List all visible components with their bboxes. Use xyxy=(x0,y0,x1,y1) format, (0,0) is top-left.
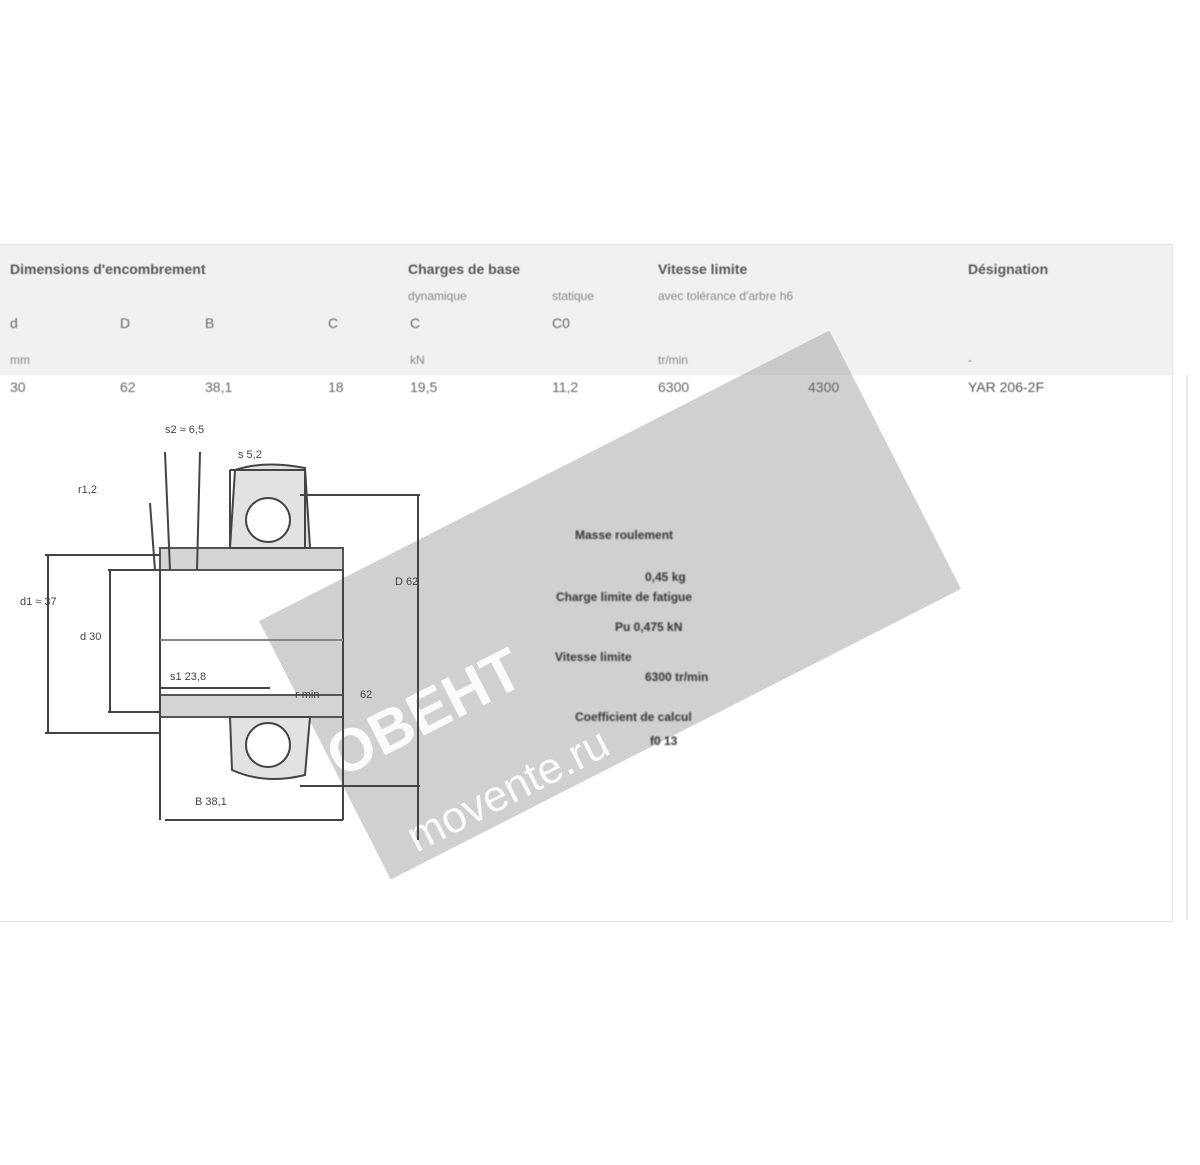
header-speed-sub: avec tolérance d'arbre h6 xyxy=(658,289,794,303)
info-value-0: 0,45 kg xyxy=(645,570,686,584)
info-label-1: Charge limite de fatigue xyxy=(556,590,693,604)
label-s1: s1 23,8 xyxy=(170,671,206,683)
symbol-C0: C0 xyxy=(552,315,570,331)
unit-kN: kN xyxy=(410,353,425,367)
cell-D: 62 xyxy=(120,379,136,395)
scrollbar-edge xyxy=(1186,375,1188,920)
symbol-D: D xyxy=(120,315,131,331)
cell-B: 38,1 xyxy=(205,379,233,395)
label-d1: d1 ≈ 37 xyxy=(20,596,57,608)
symbol-C: C xyxy=(328,315,339,331)
info-value-2: 6300 tr/min xyxy=(645,670,709,684)
cell-speed2: 4300 xyxy=(808,379,840,395)
info-label-2: Vitesse limite xyxy=(555,650,632,664)
label-D: D 62 xyxy=(395,576,418,588)
unit-mm: mm xyxy=(10,353,30,367)
info-label-3: Coefficient de calcul xyxy=(575,710,692,724)
cell-speed1: 6300 xyxy=(658,379,690,395)
header-speed: Vitesse limite xyxy=(658,261,748,277)
label-B: B 38,1 xyxy=(195,796,227,808)
cell-C0: 11,2 xyxy=(552,379,579,395)
header-dimensions: Dimensions d'encombrement xyxy=(10,261,206,277)
unit-speed: tr/min xyxy=(658,353,688,367)
label-d: d 30 xyxy=(80,631,101,643)
header-loads-dynamic: dynamique xyxy=(408,289,467,303)
symbol-B: B xyxy=(205,315,215,331)
label-r: r1,2 xyxy=(78,484,97,496)
table-header: Dimensions d'encombrement Charges de bas… xyxy=(0,245,1172,375)
info-value-3: f0 13 xyxy=(650,734,678,748)
header-loads-static: statique xyxy=(552,289,595,303)
label-s: s 5,2 xyxy=(238,449,262,461)
cell-d: 30 xyxy=(10,379,26,395)
label-rmin: r min xyxy=(295,689,319,701)
label-D-value: 62 xyxy=(360,689,372,701)
table-row: 30 62 38,1 18 19,5 11,2 6300 4300 YAR 20… xyxy=(0,375,1172,399)
label-s2: s2 ≈ 6,5 xyxy=(165,424,204,436)
header-loads: Charges de base xyxy=(408,261,521,277)
cell-C: 18 xyxy=(328,379,344,395)
header-designation: Désignation xyxy=(968,261,1049,277)
symbol-Cdyn: C xyxy=(410,315,421,331)
info-label-0: Masse roulement xyxy=(575,528,674,542)
symbol-d: d xyxy=(10,315,18,331)
unit-designation: - xyxy=(968,353,972,367)
info-value-1: Pu 0,475 kN xyxy=(615,620,683,634)
cell-Cdyn: 19,5 xyxy=(410,379,438,395)
cell-designation[interactable]: YAR 206-2F xyxy=(968,379,1044,395)
product-table: Dimensions d'encombrement Charges de bas… xyxy=(0,244,1173,922)
